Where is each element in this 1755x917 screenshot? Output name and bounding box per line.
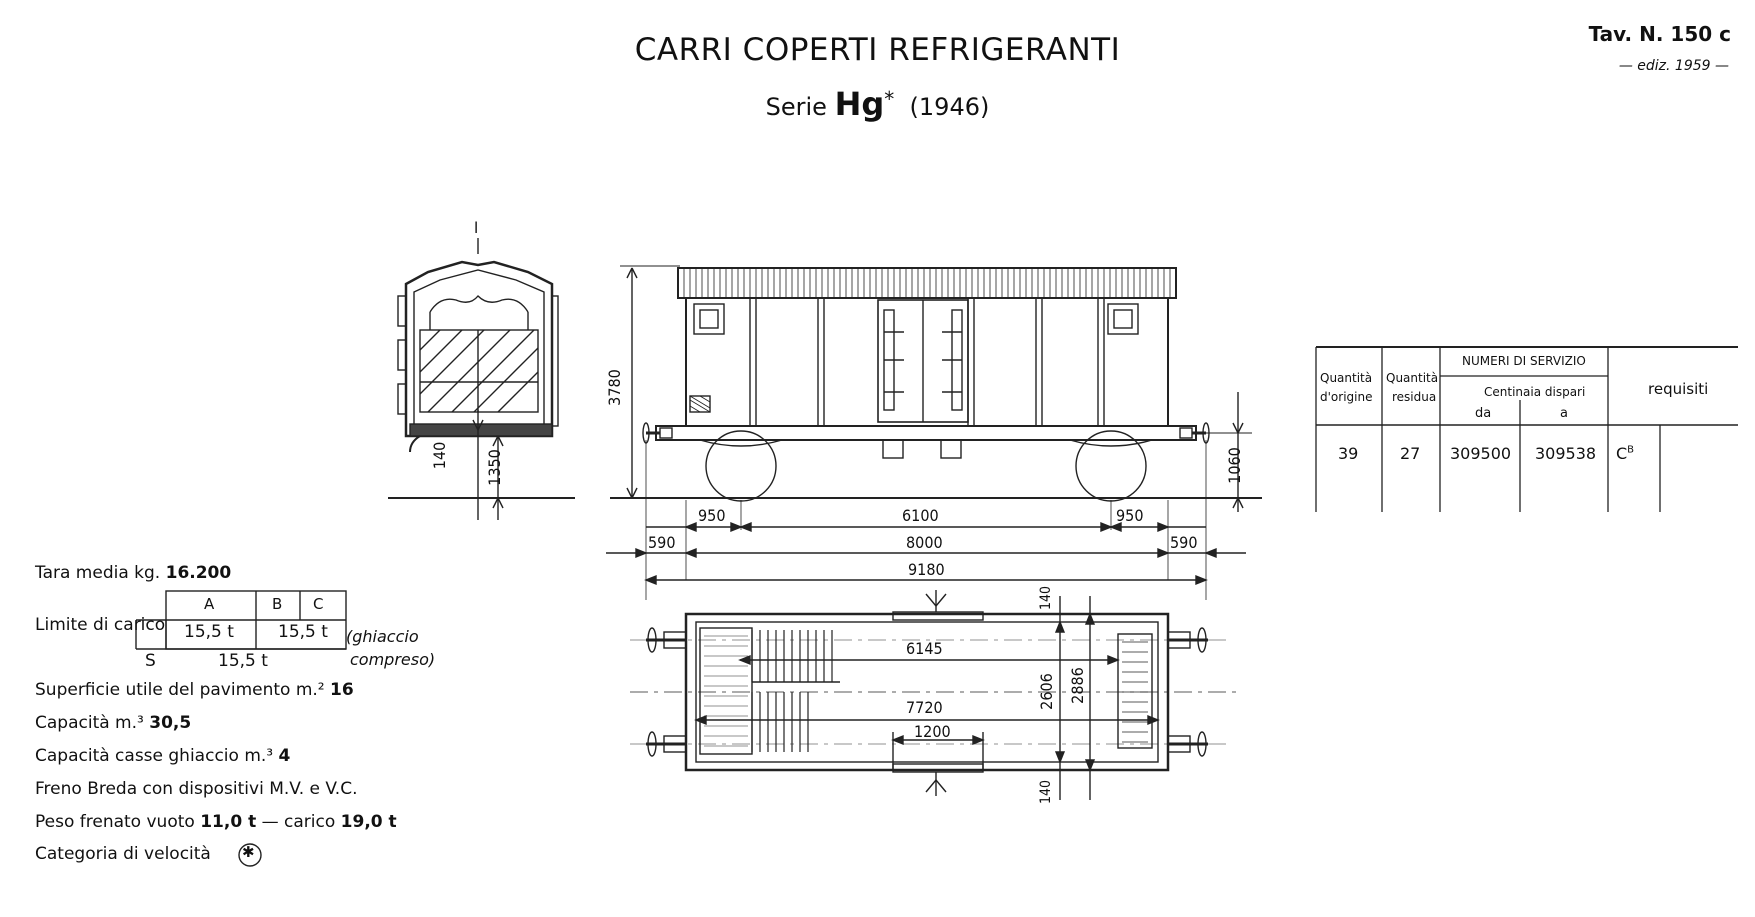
dim-inner-length: 6145	[906, 639, 943, 658]
dim-frame-length: 8000	[906, 533, 943, 552]
service-table-grid	[1315, 346, 1738, 512]
serie-label: Serie	[765, 93, 827, 121]
ghiaccio-note-2: compreso)	[350, 650, 436, 669]
casse-label: Capacità casse ghiaccio m.³	[35, 746, 274, 766]
peso-carico: 19,0 t	[340, 812, 397, 832]
limite-label: Limite di carico	[35, 615, 166, 635]
a-header: a	[1560, 406, 1568, 421]
plan-view-drawing	[630, 590, 1236, 800]
superficie-value: 16	[330, 680, 354, 700]
row-da: 309500	[1450, 444, 1512, 463]
dim-wheelbase: 6100	[902, 506, 939, 525]
serie-year: (1946)	[909, 93, 990, 121]
dim-buffer-right: 590	[1170, 533, 1198, 552]
peso-dash: — carico	[261, 812, 336, 832]
section-mark: I	[474, 218, 479, 237]
req-letter: C	[1616, 444, 1628, 463]
row-req: CB	[1616, 444, 1634, 463]
limit-a-value: 15,5 t	[184, 622, 234, 642]
peso-vuoto: 11,0 t	[200, 812, 257, 832]
dim-outer-width: 2886	[1067, 667, 1087, 704]
dim-buffer-left: 590	[648, 533, 676, 552]
capacita-value: 30,5	[149, 713, 192, 733]
dim-length-over-buffers: 9180	[908, 560, 945, 579]
dim-overhang-left: 950	[698, 506, 726, 525]
dim-buffer-height: 1060	[1224, 447, 1244, 484]
spec-freno: Freno Breda con dispositivi M.V. e V.C.	[35, 779, 358, 799]
speed-category-circle	[238, 843, 262, 867]
page-title: CARRI COPERTI REFRIGERANTI	[634, 32, 1121, 68]
tara-value: 16.200	[165, 563, 232, 583]
centinaia-header: Centinaia dispari	[1484, 385, 1586, 399]
tara-label: Tara media kg.	[35, 563, 161, 583]
numeri-header: NUMERI DI SERVIZIO	[1462, 354, 1586, 368]
limit-bc-value: 15,5 t	[278, 622, 328, 642]
spec-peso: Peso frenato vuoto 11,0 t — carico 19,0 …	[35, 812, 397, 832]
row-a: 309538	[1535, 444, 1597, 463]
limit-s-value: 15,5 t	[218, 651, 268, 671]
da-header: da	[1475, 406, 1492, 421]
requisiti-header: requisiti	[1648, 380, 1709, 398]
spec-categoria: Categoria di velocità	[35, 844, 211, 864]
spec-casse: Capacità casse ghiaccio m.³ 4	[35, 746, 290, 766]
row-orig: 39	[1338, 444, 1359, 463]
serie-mark: *	[884, 87, 895, 111]
series-line: Serie Hg* (1946)	[0, 85, 1755, 123]
tav-number: Tav. N. 150 c	[1588, 22, 1731, 46]
col-res-2: residua	[1392, 390, 1437, 404]
ghiaccio-note-1: (ghiaccio	[346, 627, 419, 646]
limit-col-a: A	[204, 595, 215, 613]
limit-col-b: B	[272, 595, 283, 613]
dim-overhang-right: 950	[1116, 506, 1144, 525]
row-res: 27	[1400, 444, 1421, 463]
speed-category-icon: ✱	[242, 843, 255, 861]
peso-label: Peso frenato vuoto	[35, 812, 195, 832]
side-view-drawing	[606, 265, 1262, 600]
edition: — ediz. 1959 —	[1618, 58, 1729, 74]
dim-height-total: 3780	[604, 369, 624, 406]
end-view-drawing	[388, 238, 575, 520]
req-sup: B	[1627, 444, 1635, 456]
dim-1350: 1350	[484, 449, 504, 486]
casse-value: 4	[278, 746, 291, 766]
dim-inner-width: 2606	[1036, 673, 1056, 710]
limit-s-label: S	[145, 651, 156, 671]
spec-capacita: Capacità m.³ 30,5	[35, 713, 191, 733]
superficie-label: Superficie utile del pavimento m.²	[35, 680, 325, 700]
dim-140-top: 140	[1038, 585, 1055, 611]
spec-tara: Tara media kg. 16.200	[35, 563, 231, 583]
serie-code: Hg	[834, 85, 885, 123]
dim-140-bottom: 140	[1038, 779, 1055, 805]
limit-col-c: C	[313, 595, 324, 613]
dim-door-width: 1200	[914, 722, 951, 741]
load-limit-grid	[135, 590, 347, 650]
col-res-1: Quantità	[1386, 371, 1439, 385]
col-orig-2: d'origine	[1320, 390, 1373, 404]
dim-140-end: 140	[430, 441, 450, 470]
capacita-label: Capacità m.³	[35, 713, 144, 733]
spec-superficie: Superficie utile del pavimento m.² 16	[35, 680, 354, 700]
col-orig-1: Quantità	[1320, 371, 1373, 385]
dim-body-length: 7720	[906, 698, 943, 717]
